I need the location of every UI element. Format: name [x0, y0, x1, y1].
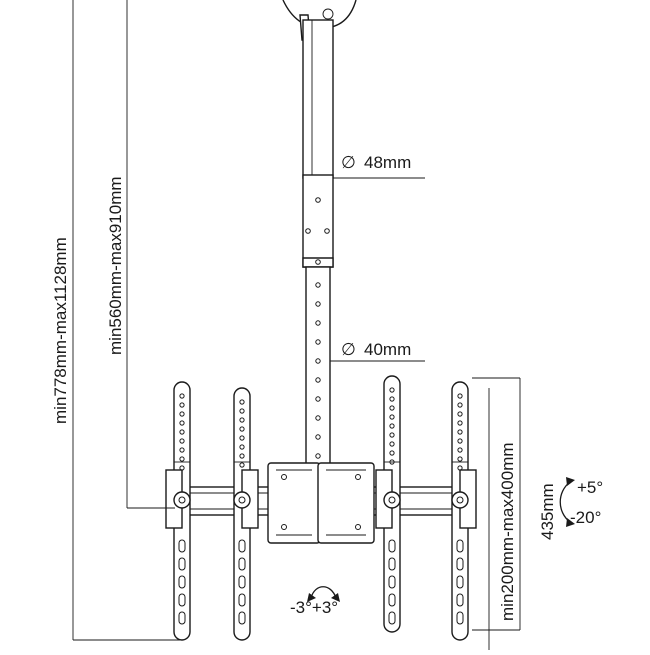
arm-slot: [388, 575, 396, 589]
pole-hole: [315, 358, 321, 364]
diameter-symbol-lower: ∅: [341, 340, 356, 359]
arm-slot: [388, 593, 396, 607]
pole-hole: [315, 339, 321, 345]
arm-hole: [179, 456, 185, 462]
arm-hole: [457, 438, 463, 444]
arm-slot: [238, 611, 246, 625]
arm-hole: [239, 408, 245, 414]
arm-hole: [457, 447, 463, 453]
tilt-down-label: -20°: [570, 508, 601, 527]
arm-hole: [389, 414, 395, 420]
arm-hole: [389, 405, 395, 411]
arm-hole: [179, 411, 185, 417]
vesa-arms: [165, 375, 477, 641]
vesa-height-dimension: min200mm-max400mm: [472, 377, 521, 631]
vesa-arm: [165, 381, 191, 641]
upper-pole: [302, 19, 334, 179]
arm-hole: [389, 441, 395, 447]
pole-length-label: min560mm-max910mm: [106, 176, 125, 355]
arm-hole: [389, 432, 395, 438]
arm-slot: [456, 557, 464, 571]
tilt-up-label: +5°: [577, 478, 603, 497]
arm-slot: [238, 557, 246, 571]
arm-hole: [179, 420, 185, 426]
pole-hole: [315, 282, 321, 288]
arm-slot: [388, 557, 396, 571]
lower-pole: [305, 266, 331, 481]
swivel-label: -3°+3°: [290, 598, 338, 617]
arm-slot: [456, 575, 464, 589]
swivel-indicator: -3°+3°: [290, 586, 340, 617]
arm-slot: [238, 593, 246, 607]
arm-slot: [388, 539, 396, 553]
pole-hole: [315, 301, 321, 307]
arm-knob-center: [388, 496, 396, 504]
arm-hole: [457, 411, 463, 417]
arm-slot: [178, 611, 186, 625]
arm-hole: [389, 423, 395, 429]
tilt-indicator: +5° -20°: [559, 477, 603, 527]
vesa-height-label: min200mm-max400mm: [498, 442, 517, 621]
arm-slot: [178, 593, 186, 607]
arm-hole: [239, 417, 245, 423]
arm-hole: [389, 387, 395, 393]
total-height-dimension: min778mm-max1128mm: [51, 0, 180, 641]
pole-hole: [315, 434, 321, 440]
pole-hole: [315, 320, 321, 326]
upper-diameter-callout: ∅ 48mm: [333, 153, 425, 179]
arm-knob-center: [238, 496, 246, 504]
arm-hole: [239, 426, 245, 432]
arm-hole: [389, 450, 395, 456]
pole-hole: [315, 415, 321, 421]
arm-hole: [239, 453, 245, 459]
arm-hole: [239, 444, 245, 450]
arm-hole: [179, 402, 185, 408]
arm-slot: [178, 575, 186, 589]
arm-slot: [388, 611, 396, 625]
arm-knob-center: [178, 496, 186, 504]
arm-slot: [456, 611, 464, 625]
arm-hole: [179, 438, 185, 444]
lower-diameter-label: 40mm: [364, 340, 411, 359]
arm-hole: [179, 447, 185, 453]
pole-hole: [315, 453, 321, 459]
diameter-symbol-upper: ∅: [341, 153, 356, 172]
arm-slot: [178, 557, 186, 571]
arm-slot: [238, 539, 246, 553]
arm-slot: [456, 593, 464, 607]
lower-diameter-callout: ∅ 40mm: [330, 340, 425, 362]
upper-diameter-label: 48mm: [364, 153, 411, 172]
pole-collar: [302, 174, 334, 268]
arm-slot: [178, 539, 186, 553]
center-clamp: [267, 462, 375, 544]
bracket-height-dimension: 435mm: [488, 388, 557, 650]
pole-length-dimension: min560mm-max910mm: [106, 0, 175, 509]
arm-hole: [179, 429, 185, 435]
arm-hole: [239, 399, 245, 405]
arm-hole: [457, 456, 463, 462]
pole-hole: [315, 396, 321, 402]
arm-hole: [239, 435, 245, 441]
arm-hole: [239, 462, 245, 468]
arm-hole: [389, 396, 395, 402]
arm-hole: [457, 393, 463, 399]
arm-hole: [179, 393, 185, 399]
arm-slot: [456, 539, 464, 553]
vesa-arm: [451, 381, 477, 641]
vesa-arm: [233, 387, 259, 641]
arm-hole: [457, 429, 463, 435]
bracket-height-label: 435mm: [538, 483, 557, 540]
vesa-arm: [375, 375, 401, 633]
arm-knob-center: [456, 496, 464, 504]
arm-slot: [238, 575, 246, 589]
total-height-label: min778mm-max1128mm: [51, 237, 70, 424]
pole-hole: [315, 377, 321, 383]
arm-hole: [457, 420, 463, 426]
arm-hole: [457, 402, 463, 408]
